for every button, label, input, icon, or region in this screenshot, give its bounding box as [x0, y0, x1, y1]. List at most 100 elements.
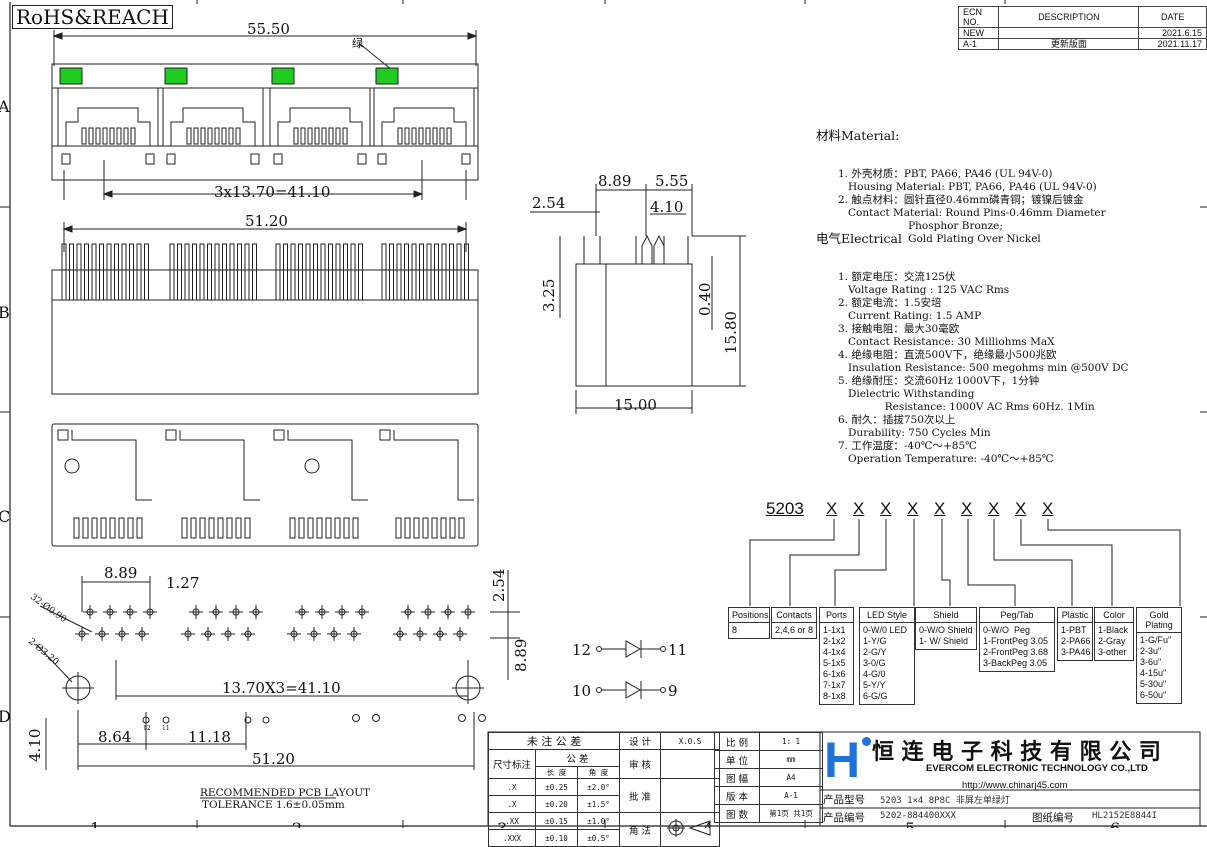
- material-heading: 材料Material:: [816, 128, 900, 143]
- designer-name: X.O.S: [660, 732, 720, 750]
- grid-label-top-2: 2: [292, 819, 302, 828]
- electrical-line-3: 2. 额定电流：1.5安培: [838, 297, 942, 309]
- tol-row-1-angle: ±2.0°: [577, 778, 620, 796]
- option-box-led-style: LED Style 0-W/0 LED 1-Y/G 2-G/Y 3-0/G 4-G…: [859, 607, 915, 705]
- option-title: Peg/Tab: [980, 608, 1054, 623]
- led-color-note: 绿: [352, 36, 363, 50]
- part-code-x-8: X: [1015, 499, 1027, 518]
- rev-row-2-date: 2021.11.17: [1138, 38, 1207, 50]
- prop-value-5: 第1页 共1页: [759, 804, 823, 823]
- option-title: Ports: [820, 608, 853, 623]
- code-label: 产品编号: [823, 812, 865, 824]
- top-view-ports: [57, 87, 475, 165]
- part-code-base: 5203: [766, 499, 804, 518]
- tol-row-3-dim: .XX: [488, 812, 536, 830]
- dim-pcb-1118: 11.18: [188, 728, 231, 746]
- option-title: LED Style: [860, 608, 914, 623]
- dim-side-889: 8.89: [598, 172, 631, 190]
- hole-note-pins: 32-Ø0.90: [28, 592, 69, 626]
- drawing-label: 图纸编号: [1032, 812, 1074, 824]
- bottom-view: [51, 423, 479, 547]
- top-view-leds: [59, 67, 399, 85]
- logo-letter: H: [824, 732, 861, 788]
- tol-row-4-length: ±0.10: [535, 829, 578, 847]
- tol-row-4-angle: ±0.5°: [577, 829, 620, 847]
- prop-value-2: mm: [759, 750, 823, 769]
- tol-row-1-dim: .X: [488, 778, 536, 796]
- revision-table: ECN NO. DESCRIPTION DATE NEW 2021.6.15 A…: [957, 6, 1207, 50]
- prop-label-2: 单 位: [714, 750, 760, 769]
- dim-front-width: 51.20: [245, 212, 288, 230]
- drawing-value: HL2152E8844I: [1092, 811, 1158, 821]
- option-title: Positions: [729, 608, 769, 623]
- electrical-line-14: 7. 工作温度：-40℃～+85℃: [838, 440, 977, 452]
- option-box-positions: Positions 8: [728, 607, 770, 639]
- material-line-1: 1. 外壳材质：PBT, PA66, PA46 (UL 94V-0): [838, 168, 1053, 180]
- rev-row-1-ecn: NEW: [957, 27, 1000, 39]
- rev-header-description: DESCRIPTION: [998, 6, 1140, 28]
- electrical-lines: 1. 额定电压：交流125伏 Voltage Rating : 125 VAC …: [816, 271, 1129, 466]
- part-code-x-1: X: [826, 499, 838, 518]
- electrical-line-15: Operation Temperature: -40℃～+85℃: [838, 453, 1054, 465]
- material-line-2: Housing Material: PBT, PA66, PA46 (UL 94…: [838, 181, 1097, 193]
- dim-pcb-pitch: 13.70X3=41.10: [222, 679, 341, 697]
- electrical-spec: 电气Electrical 1. 额定电压：交流125伏 Voltage Rati…: [816, 206, 1129, 479]
- grid-label-top-6: 6: [1110, 819, 1120, 828]
- rev-header-date: DATE: [1138, 6, 1207, 28]
- dim-pcb-254: 2.54: [490, 569, 508, 602]
- model-value: 5203 1×4 8P8C 非屏左单绿灯: [880, 796, 1010, 806]
- option-body: 8: [732, 625, 738, 635]
- dim-pcb-410: 4.10: [26, 729, 44, 762]
- tol-row-2-length: ±0.20: [535, 795, 578, 813]
- led-green-4: [375, 67, 399, 85]
- option-title: Plastic: [1058, 608, 1092, 623]
- prop-label-3: 图 幅: [714, 768, 760, 787]
- rev-row-2-ecn: A-1: [957, 38, 1000, 50]
- dim-pcb-889: 8.89: [104, 564, 137, 582]
- dim-pcb-127: 1.27: [166, 574, 199, 592]
- electrical-line-6: Contact Resistance: 30 Milliohms MaX: [838, 336, 1055, 348]
- pcb-caption-tolerance: TOLERANCE 1.6±0.05mm: [202, 799, 345, 811]
- part-code-x-5: X: [934, 499, 946, 518]
- company-website: http://www.chinarj45.com: [962, 780, 1068, 791]
- dim-side-040: 0.40: [696, 283, 714, 316]
- option-body: 1-G/Fu" 2-3u" 3-6u" 4-15u" 5-30u" 6-50u": [1140, 635, 1172, 700]
- tol-row-1-length: ±0.25: [535, 778, 578, 796]
- tol-sub-length: 长 度: [535, 766, 578, 779]
- option-body: 0-W/0 LED 1-Y/G 2-G/Y 3-0/G 4-G/0 5-Y/Y …: [863, 625, 908, 701]
- rev-header-ecn: ECN NO.: [957, 6, 1000, 28]
- role-design: 设 计: [619, 732, 661, 750]
- led-green-1: [59, 67, 83, 85]
- material-line-3: 2. 触点材料：圆针直径0.46mm磷青铜；镀镍后镀金: [838, 194, 1084, 206]
- dim-side-325: 3.25: [540, 279, 558, 312]
- title-block-tolerance: 未 注 公 差 设 计 X.O.S 尺寸标注 公 差 审 核 长 度 角 度 .…: [488, 732, 720, 847]
- schematic-pin-10: 10: [572, 682, 591, 700]
- tol-sub-angle: 角 度: [577, 766, 620, 779]
- dim-side-1500: 15.00: [614, 396, 657, 414]
- role-review: 审 核: [619, 749, 661, 779]
- led-green-3: [271, 67, 295, 85]
- dim-port-pitch: 3x13.70=41.10: [214, 183, 330, 201]
- electrical-line-9: 5. 绝缘耐压：交流60Hz 1000V下，1分钟: [838, 375, 1040, 387]
- prop-label-4: 版 本: [714, 786, 760, 805]
- company-logo: H: [824, 732, 871, 788]
- schematic-pin-12: 12: [572, 641, 591, 659]
- company-name-cn: 恒 连 电 子 科 技 有 限 公 司: [872, 739, 1161, 765]
- option-body: 1-Black 2-Gray 3-other: [1098, 625, 1129, 657]
- role-projection: 角 法: [619, 812, 661, 847]
- tol-row-3-length: ±0.15: [535, 812, 578, 830]
- part-code-x-3: X: [880, 499, 892, 518]
- material-spec: 材料Material: 1. 外壳材质：PBT, PA66, PA46 (UL …: [816, 103, 1106, 259]
- schematic-pin-9: 9: [668, 682, 678, 700]
- option-title: Shield: [916, 608, 976, 623]
- tol-row-4-dim: .XXX: [488, 829, 536, 847]
- grid-label-top-1: 1: [90, 819, 100, 828]
- top-port-4: [373, 87, 475, 147]
- prop-value-4: A-1: [759, 786, 823, 805]
- prop-value-1: 1: 1: [759, 732, 823, 751]
- top-port-1: [57, 87, 159, 147]
- pcb-layout: [35, 570, 520, 799]
